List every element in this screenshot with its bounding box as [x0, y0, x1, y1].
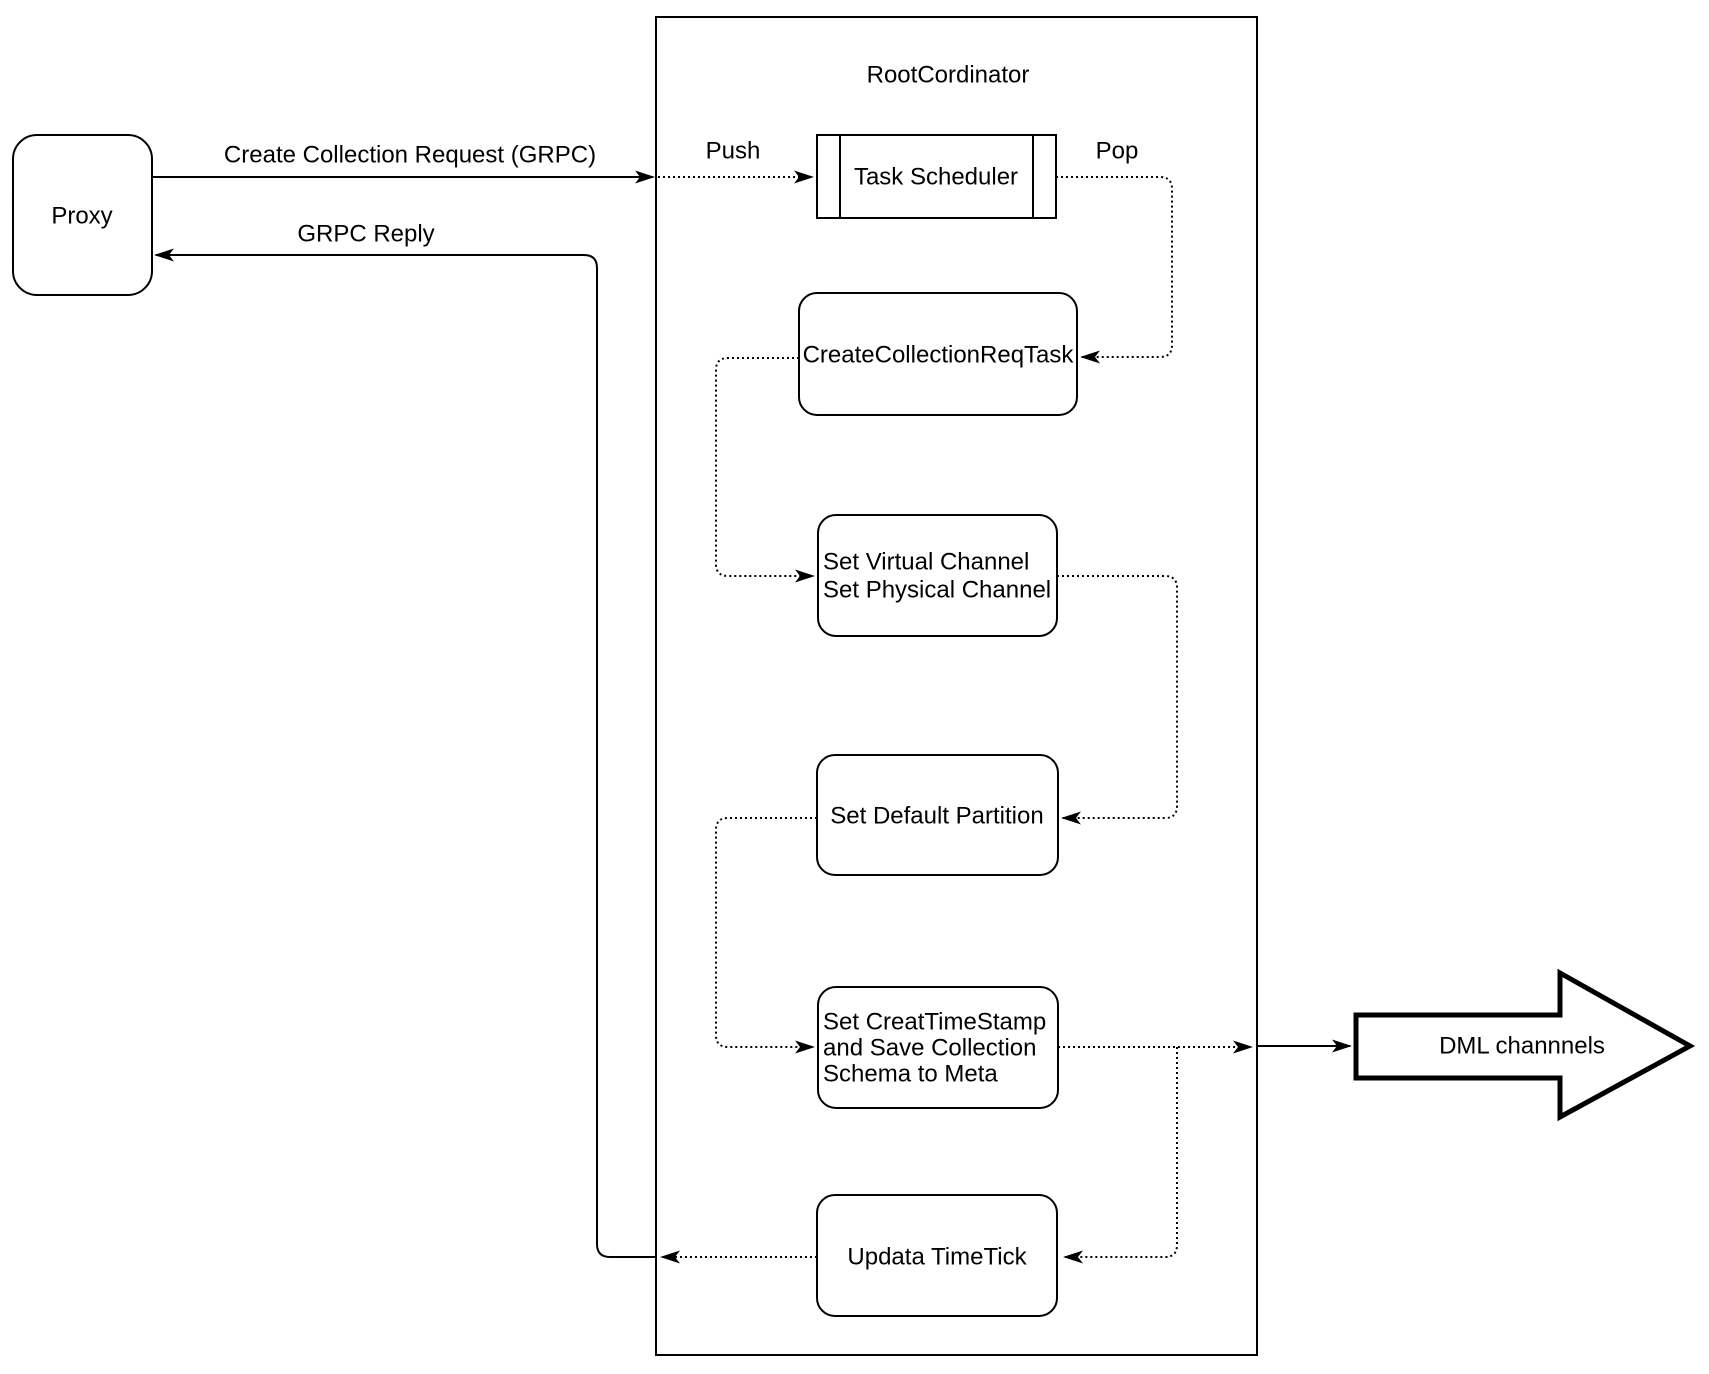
- edge-create-collection-request: Create Collection Request (GRPC): [152, 142, 655, 184]
- pop-line: [1056, 176, 1173, 364]
- dml-channels-arrow-shape: [1353, 968, 1696, 1122]
- task-scheduler-node: Task Scheduler: [816, 134, 1057, 219]
- proxy-box: [12, 134, 153, 296]
- set-timestamp-line2: and Save Collection: [823, 1035, 1036, 1062]
- create-collection-req-task-box: [798, 292, 1078, 416]
- edge-reqtask-to-setchannels: [715, 357, 815, 583]
- edge-defaultpartition-to-timestamp: [715, 817, 817, 1054]
- create-collection-request-label: Create Collection Request (GRPC): [224, 142, 596, 169]
- grpc-reply-line: [154, 248, 656, 1258]
- set-default-partition-label: Set Default Partition: [830, 803, 1043, 830]
- set-channels-box: [817, 514, 1058, 637]
- proxy-label: Proxy: [51, 203, 112, 230]
- update-timetick-box: [816, 1194, 1058, 1317]
- set-channels-line2: Set Physical Channel: [823, 577, 1051, 604]
- edge-grpc-reply: GRPC Reply: [154, 221, 656, 1258]
- push-label: Push: [706, 138, 761, 165]
- rootcoordinator-border: [655, 16, 1258, 1356]
- create-collection-req-task-label: CreateCollectionReqTask: [803, 342, 1075, 369]
- proxy-node: Proxy: [12, 134, 153, 296]
- rootcoordinator-title: RootCordinator: [867, 62, 1030, 89]
- rootcoordinator-container: RootCordinator: [655, 16, 1258, 1356]
- task-scheduler-label: Task Scheduler: [854, 164, 1018, 191]
- edge-push: Push: [658, 138, 814, 184]
- task-scheduler-box: [816, 134, 1057, 219]
- dml-channels-node: DML channnels: [1353, 968, 1696, 1122]
- pop-label: Pop: [1096, 138, 1139, 165]
- set-channels-node: Set Virtual Channel Set Physical Channel: [817, 514, 1058, 637]
- update-timetick-node: Updata TimeTick: [816, 1194, 1058, 1317]
- set-timestamp-node: Set CreatTimeStamp and Save Collection S…: [817, 986, 1059, 1109]
- set-timestamp-line1: Set CreatTimeStamp: [823, 1009, 1046, 1036]
- set-channels-line1: Set Virtual Channel: [823, 549, 1029, 576]
- grpc-reply-label: GRPC Reply: [297, 221, 434, 248]
- set-default-partition-node: Set Default Partition: [816, 754, 1059, 876]
- update-timetick-label: Updata TimeTick: [847, 1244, 1027, 1271]
- edge-setchannels-to-defaultpartition: [1057, 575, 1178, 825]
- set-default-partition-box: [816, 754, 1059, 876]
- create-collection-req-task-node: CreateCollectionReqTask: [798, 292, 1078, 416]
- edge-pop: Pop: [1056, 138, 1173, 364]
- dml-channels-label: DML channnels: [1439, 1033, 1605, 1060]
- set-timestamp-line3: Schema to Meta: [823, 1061, 998, 1088]
